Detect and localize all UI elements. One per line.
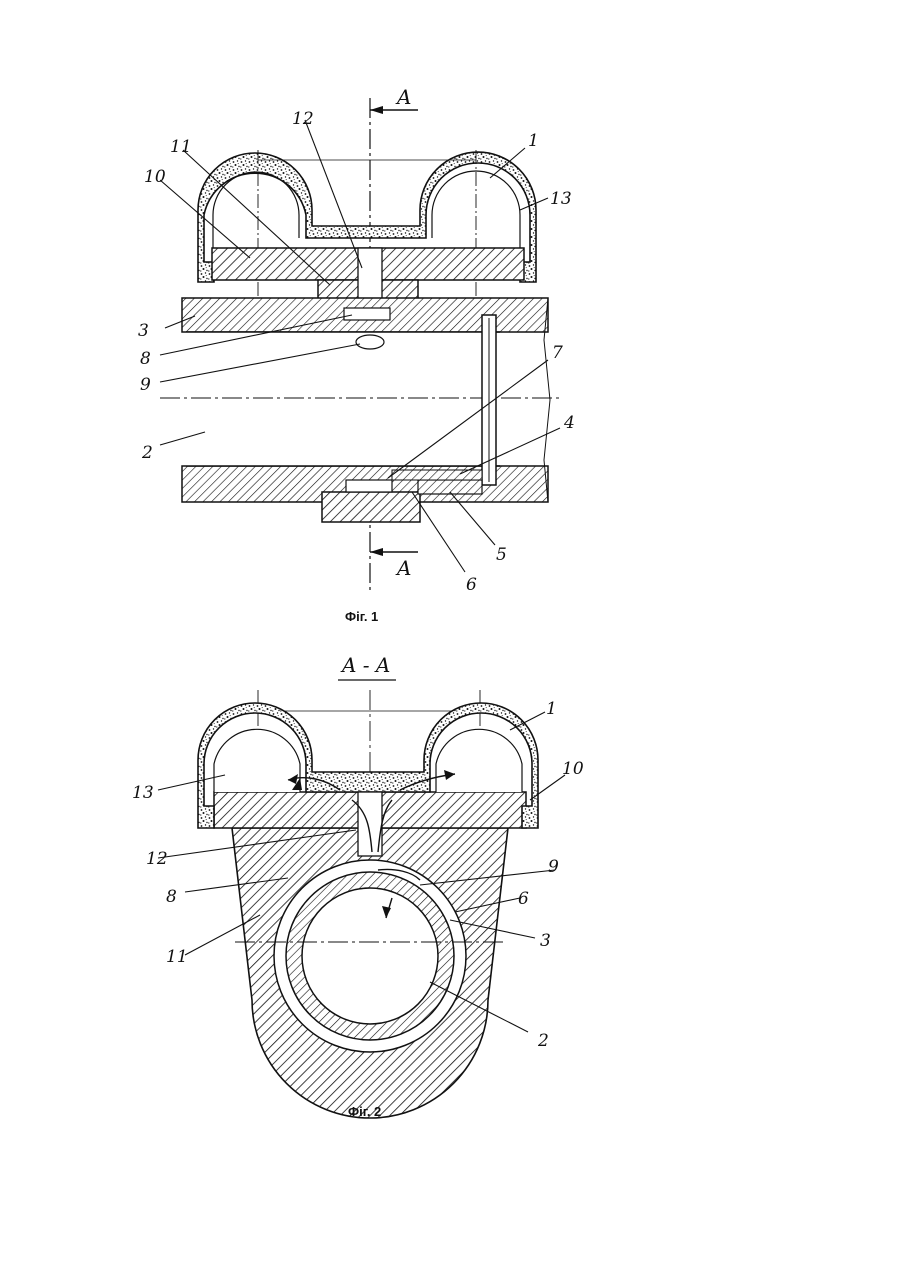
cavity-13-left: [214, 729, 300, 792]
label-12: 12: [146, 849, 168, 869]
label-3: 3: [138, 321, 149, 341]
hole-9: [356, 335, 384, 349]
label-13: 13: [550, 189, 572, 209]
label-3: 3: [540, 931, 551, 951]
label-5: 5: [496, 545, 507, 565]
label-11: 11: [170, 137, 192, 157]
label-9: 9: [140, 375, 151, 395]
label-13: 13: [132, 783, 154, 803]
figure-2-caption: Фіг. 2: [348, 1104, 381, 1119]
label-1: 1: [546, 699, 557, 719]
label-6: 6: [518, 889, 529, 909]
clamp-6: [322, 492, 420, 522]
label-2: 2: [537, 1031, 549, 1051]
section-title: A - A: [340, 653, 390, 677]
label-11: 11: [166, 947, 188, 967]
liner-4: [392, 470, 482, 480]
insert-7: [346, 480, 392, 492]
figure-1: A A: [138, 85, 575, 624]
arrow-head: [370, 106, 383, 114]
label-6: 6: [466, 575, 477, 595]
label-1: 1: [528, 131, 539, 151]
label-9: 9: [548, 857, 559, 877]
label-12: 12: [292, 109, 314, 129]
sleeve-5: [418, 480, 482, 494]
label-8: 8: [166, 887, 177, 907]
section-mark-bottom: A: [395, 556, 411, 580]
label-4: 4: [563, 413, 575, 433]
cavity-13-right: [436, 729, 522, 792]
groove-8: [344, 308, 390, 320]
arrow-head: [370, 548, 383, 556]
label-8: 8: [140, 349, 151, 369]
figure-1-caption: Фіг. 1: [345, 609, 378, 624]
bore-2: [302, 888, 438, 1024]
label-10: 10: [144, 167, 166, 187]
label-10: 10: [562, 759, 584, 779]
bore-2: [186, 332, 492, 466]
figure-2: A - A: [132, 653, 584, 1119]
section-mark-top: A: [395, 85, 411, 109]
label-2: 2: [141, 443, 153, 463]
label-7: 7: [552, 343, 563, 363]
